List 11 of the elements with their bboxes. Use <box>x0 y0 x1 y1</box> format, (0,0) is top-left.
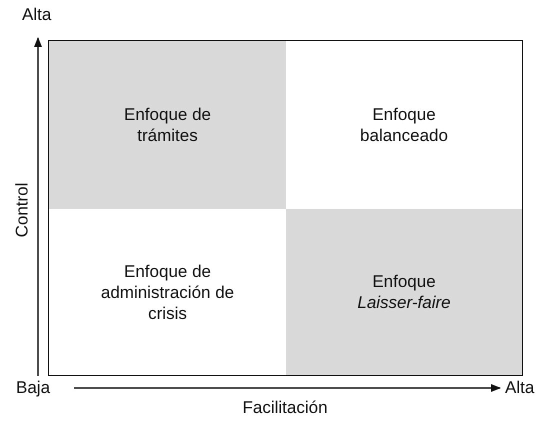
axis-title: Facilitación <box>242 398 328 418</box>
quadrant-label: Enfoque de administración de crisis <box>100 260 236 324</box>
quadrant-label: Enfoque balanceado <box>359 104 449 146</box>
axis-end-label: Alta <box>22 5 52 25</box>
axis-title: Control <box>12 182 32 238</box>
quadrant-label: Enfoque Laisser-faire <box>356 271 452 313</box>
quadrant-cell <box>286 209 522 375</box>
axis-end-label: Baja <box>16 378 50 398</box>
axis-end-label: Alta <box>505 378 534 398</box>
quadrant-label: Enfoque de trámites <box>123 104 212 146</box>
quadrant-cell <box>49 41 286 209</box>
